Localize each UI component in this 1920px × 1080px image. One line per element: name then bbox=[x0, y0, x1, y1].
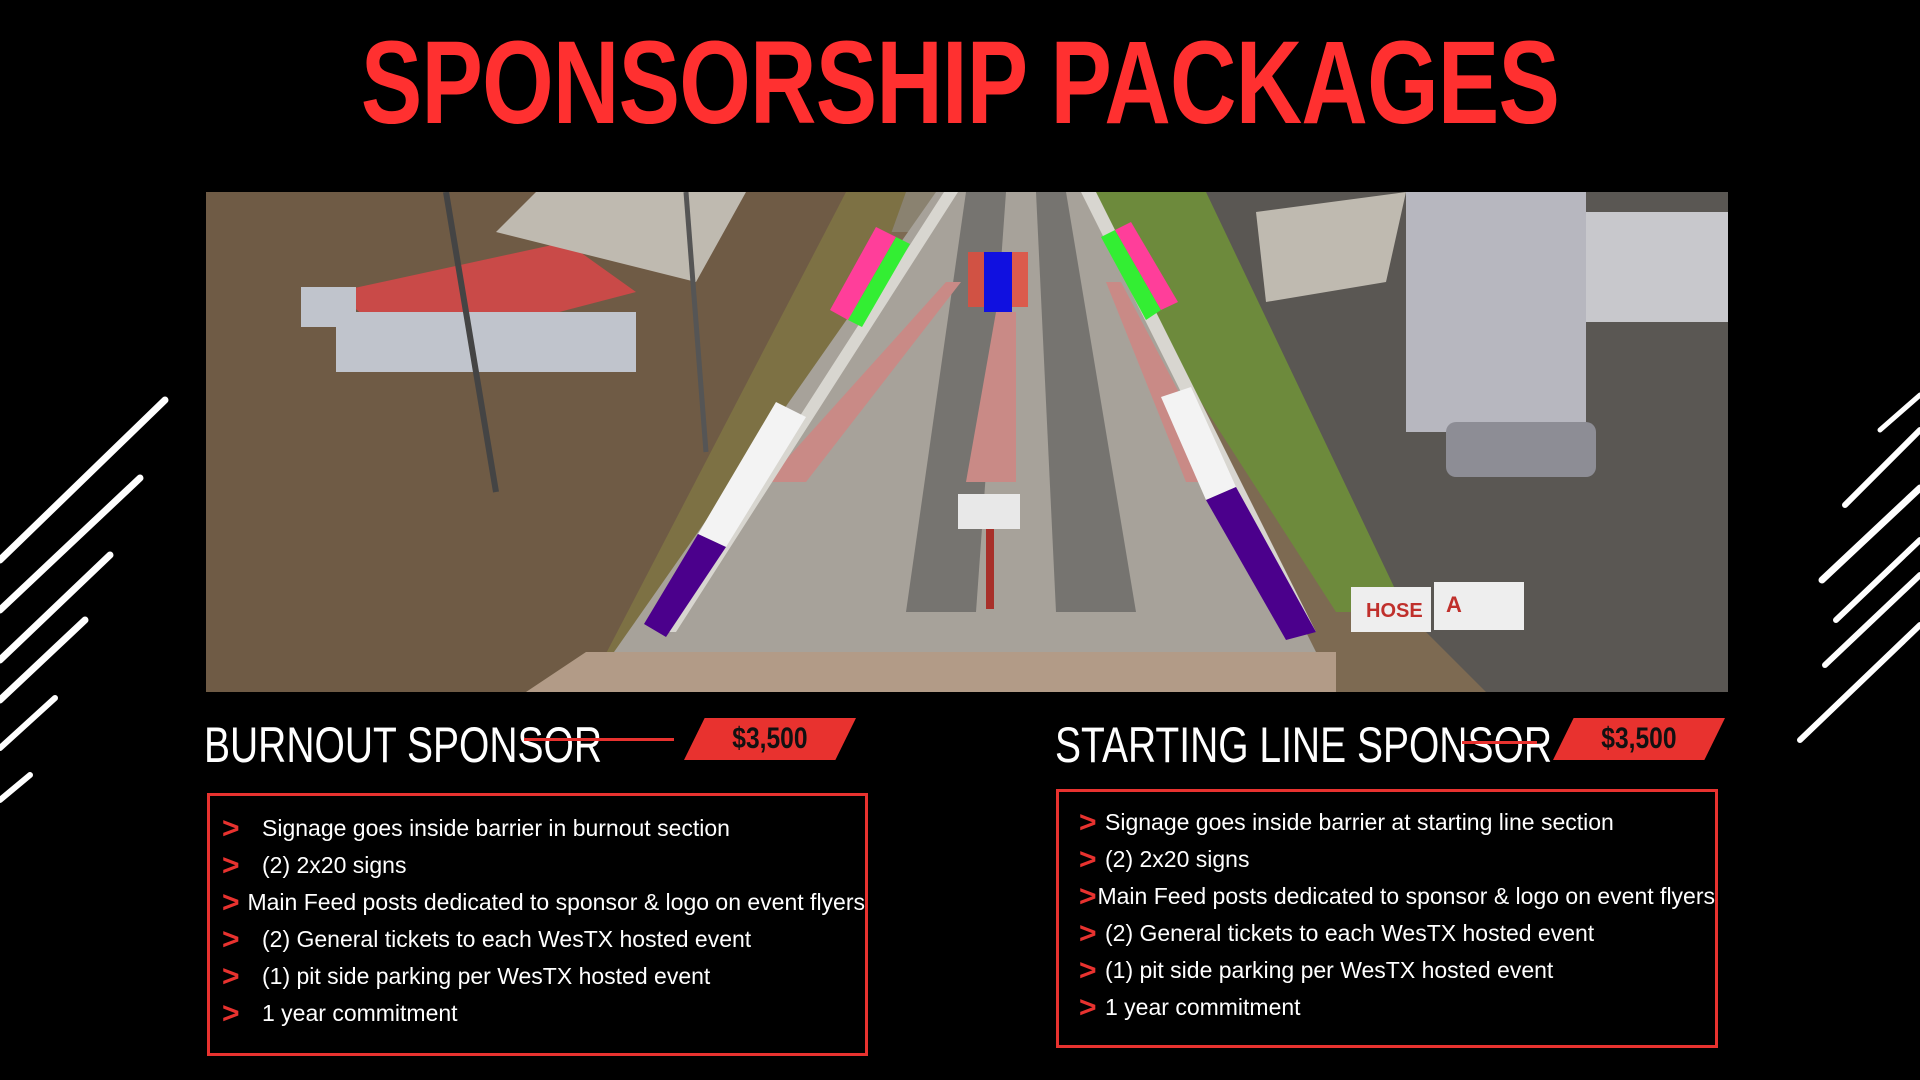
title-rule bbox=[524, 738, 674, 741]
chevron-right-icon: > bbox=[222, 922, 240, 956]
list-item: >(1) pit side parking per WesTX hosted e… bbox=[1079, 953, 1554, 987]
chevron-right-icon: > bbox=[222, 885, 240, 919]
chevron-right-icon: > bbox=[1079, 953, 1097, 987]
list-item: >Signage goes inside barrier in burnout … bbox=[222, 811, 730, 845]
chevron-right-icon: > bbox=[1079, 842, 1097, 876]
benefits-box-burnout: >Signage goes inside barrier in burnout … bbox=[207, 793, 868, 1056]
chevron-right-icon: > bbox=[222, 959, 240, 993]
package-title-burnout: BURNOUT SPONSOR bbox=[204, 717, 603, 773]
page-title: SPONSORSHIP PACKAGES bbox=[360, 17, 1560, 149]
list-item: >(2) General tickets to each WesTX hoste… bbox=[222, 922, 752, 956]
chevron-right-icon: > bbox=[1079, 990, 1097, 1024]
package-title-starting-line: STARTING LINE SPONSOR bbox=[1055, 717, 1552, 773]
list-item: >Main Feed posts dedicated to sponsor & … bbox=[1079, 879, 1715, 913]
price-badge-burnout: $3,500 bbox=[684, 718, 856, 760]
price-text: $3,500 bbox=[732, 722, 808, 755]
a-sign-text: A bbox=[1446, 592, 1462, 617]
title-rule bbox=[1462, 741, 1537, 744]
price-text: $3,500 bbox=[1601, 722, 1677, 755]
chevron-right-icon: > bbox=[1079, 879, 1097, 913]
chevron-right-icon: > bbox=[1079, 805, 1097, 839]
benefits-box-starting-line: >Signage goes inside barrier at starting… bbox=[1056, 789, 1718, 1048]
list-item: >(2) 2x20 signs bbox=[1079, 842, 1250, 876]
list-item: >Main Feed posts dedicated to sponsor & … bbox=[222, 885, 865, 919]
hose-sign-text: HOSE bbox=[1366, 600, 1423, 622]
list-item: >(1) pit side parking per WesTX hosted e… bbox=[222, 959, 711, 993]
list-item: >(2) 2x20 signs bbox=[222, 848, 407, 882]
list-item: >Signage goes inside barrier at starting… bbox=[1079, 805, 1614, 839]
chevron-right-icon: > bbox=[1079, 916, 1097, 950]
chevron-right-icon: > bbox=[222, 811, 240, 845]
chevron-right-icon: > bbox=[222, 848, 240, 882]
drag-strip-photo: HOSE A bbox=[206, 192, 1728, 692]
list-item: >1 year commitment bbox=[1079, 990, 1301, 1024]
list-item: >(2) General tickets to each WesTX hoste… bbox=[1079, 916, 1595, 950]
list-item: >1 year commitment bbox=[222, 996, 458, 1030]
price-badge-starting-line: $3,500 bbox=[1553, 718, 1725, 760]
chevron-right-icon: > bbox=[222, 996, 240, 1030]
